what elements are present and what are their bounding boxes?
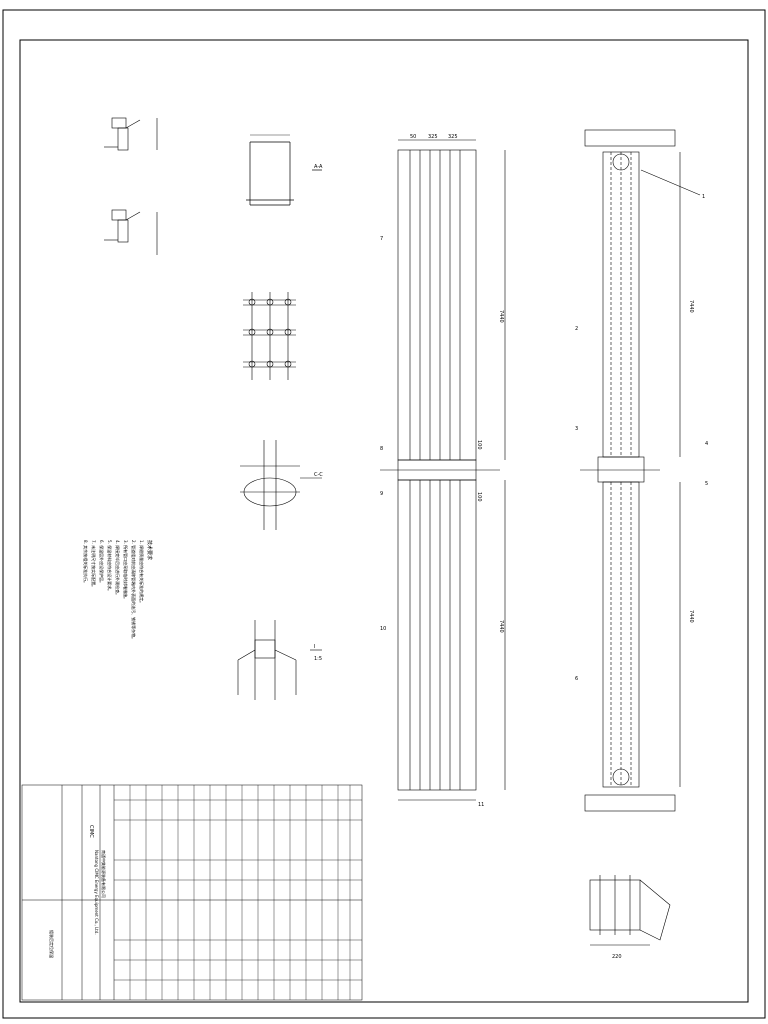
part-number: 10 bbox=[380, 626, 386, 632]
plan-view bbox=[580, 129, 701, 812]
part-number: 9 bbox=[380, 491, 383, 497]
weld-detail-1 bbox=[104, 117, 158, 151]
dim-lower-length: 7440 bbox=[498, 620, 504, 633]
title-block bbox=[21, 784, 363, 1001]
part-number: 3 bbox=[575, 426, 578, 432]
dim-top-left: 50 bbox=[410, 134, 416, 140]
scale-label: 1:5 bbox=[314, 656, 322, 662]
company-name-cn: 南通中集能源装备有限公司 bbox=[101, 850, 107, 898]
tech-notes: 技术要求 1. 焊缝质量应符合有关标准的规定。 2. 管道组对前应清除管端内外表… bbox=[83, 540, 153, 641]
outer-border bbox=[2, 9, 766, 1019]
part-number: 8 bbox=[380, 446, 383, 452]
tech-note-line: 6. 保温层外应设保护层。 bbox=[99, 540, 105, 585]
support-bracket-detail bbox=[589, 875, 671, 946]
part-number: 11 bbox=[478, 802, 484, 808]
dim-bottom-width: 220 bbox=[612, 954, 622, 960]
tech-note-line: 4. 焊接完毕后应进行外观检查。 bbox=[115, 540, 121, 597]
section-label-cc: C-C bbox=[314, 472, 323, 478]
tech-note-line: 3. 所有管口应采取临时封堵措施。 bbox=[123, 540, 129, 601]
dim-mid-gap-2: 100 bbox=[476, 492, 482, 502]
dim-right-lower-length: 7440 bbox=[688, 610, 694, 623]
part-number: 7 bbox=[380, 236, 383, 242]
detail-label-i: I bbox=[314, 644, 315, 650]
part-number: 4 bbox=[705, 441, 708, 447]
dim-top-mid: 325 bbox=[428, 134, 438, 140]
drawing-name: 组装后定位保温 bbox=[49, 930, 55, 958]
main-elevation bbox=[380, 139, 506, 801]
dim-upper-length: 7440 bbox=[498, 310, 504, 323]
tech-note-line: 2. 管道组对前应清除管端内外表面的油污、铁锈等杂物。 bbox=[131, 540, 137, 641]
section-label-aa: A-A bbox=[314, 164, 323, 170]
dim-top-right: 325 bbox=[448, 134, 458, 140]
part-number: 2 bbox=[575, 326, 578, 332]
clamp-stack-view bbox=[243, 292, 296, 380]
company-logo: CIMC bbox=[88, 825, 94, 838]
weld-detail-2 bbox=[104, 209, 158, 255]
tech-notes-heading: 技术要求 bbox=[146, 540, 153, 560]
pipe-weld-detail bbox=[237, 620, 322, 700]
company-name-en: Nantong CIMC Energy Equipment Co., Ltd. bbox=[94, 850, 99, 935]
dim-right-upper-length: 7440 bbox=[688, 300, 694, 313]
dim-mid-gap: 100 bbox=[476, 440, 482, 450]
pipe-cross-section bbox=[240, 440, 322, 530]
tech-note-line: 5. 保温材料应符合设计要求。 bbox=[107, 540, 113, 593]
section-channel bbox=[246, 134, 322, 206]
part-number: 6 bbox=[575, 676, 578, 682]
part-number: 1 bbox=[702, 194, 705, 200]
tech-note-line: 1. 焊缝质量应符合有关标准的规定。 bbox=[139, 540, 145, 605]
inner-border bbox=[19, 39, 749, 1003]
part-number: 5 bbox=[705, 481, 708, 487]
tech-note-line: 8. 其余按相关标准执行。 bbox=[83, 540, 89, 585]
parts-table bbox=[114, 785, 362, 1000]
tech-note-line: 7. 未注明尺寸按实际配置。 bbox=[91, 540, 97, 589]
